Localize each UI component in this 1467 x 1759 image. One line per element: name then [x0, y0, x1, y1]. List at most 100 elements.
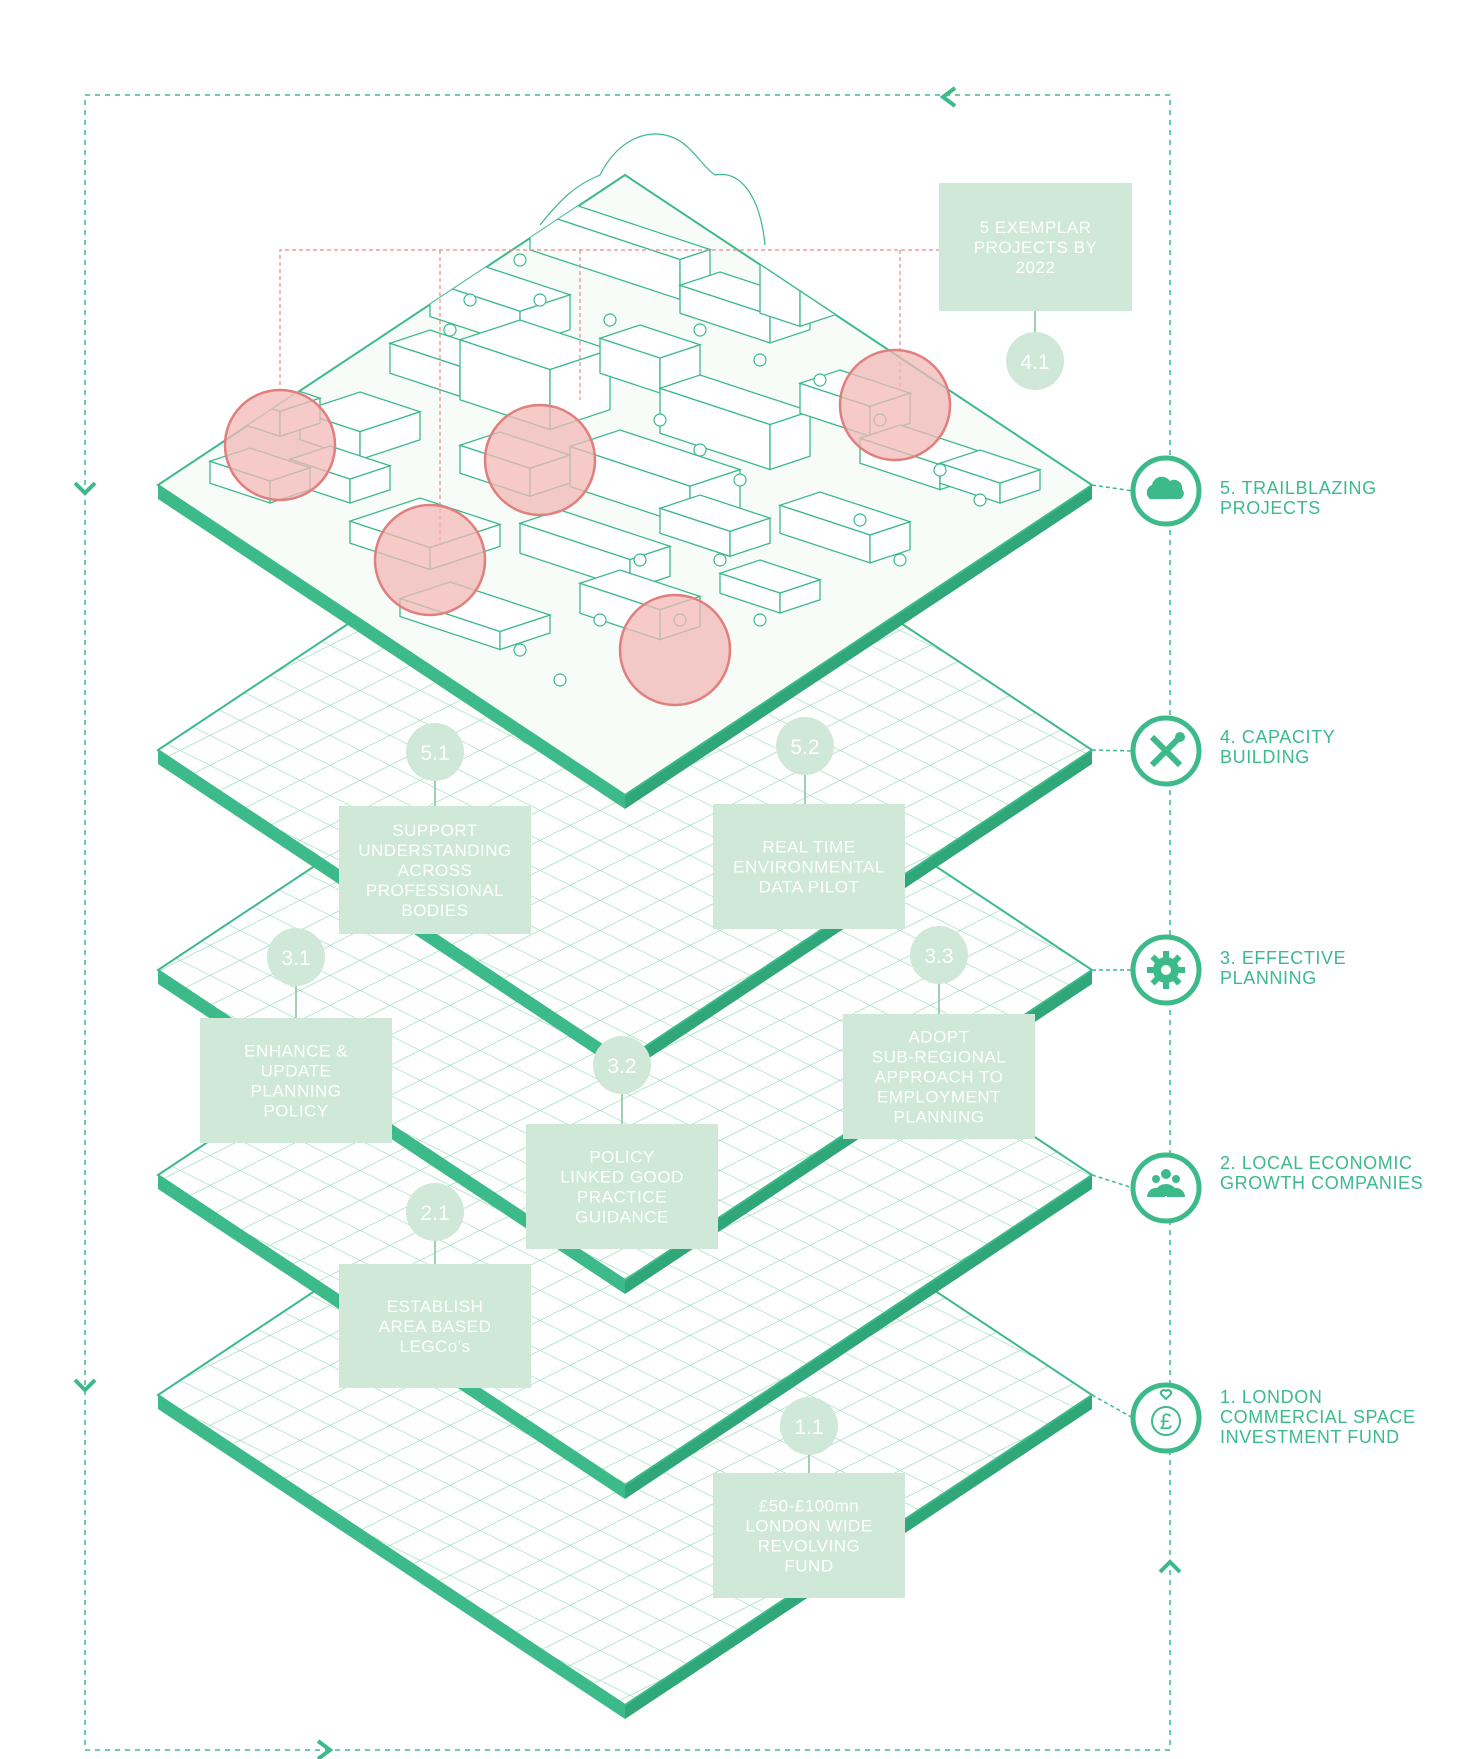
action-box-text: POLICY — [589, 1148, 654, 1167]
action-box-text: PLANNING — [251, 1082, 342, 1101]
action-badge — [780, 1397, 838, 1455]
action-badge — [406, 723, 464, 781]
action-badge — [1006, 332, 1064, 390]
tree-icon — [973, 493, 987, 507]
people-group-icon — [1147, 1169, 1185, 1197]
tree-icon — [933, 463, 947, 477]
highlight-circle — [223, 388, 337, 502]
tree-icon — [513, 253, 527, 267]
tree-icon — [693, 443, 707, 457]
legend-connector — [1091, 749, 1134, 752]
building-roof — [657, 494, 773, 532]
action-badge-label: 4.1 — [1020, 351, 1049, 374]
legend-title-line: 5. TRAILBLAZING — [1220, 478, 1377, 498]
action-badge — [267, 928, 325, 986]
highlight-circle — [618, 593, 732, 707]
legend-title-line: COMMERCIAL SPACE — [1220, 1407, 1416, 1427]
action-badge-label: 5.1 — [420, 742, 449, 765]
action-box-text: 2022 — [1016, 258, 1056, 277]
action-box-text: ENHANCE & — [244, 1042, 348, 1061]
action-box-text: £50-£100mn — [759, 1497, 859, 1516]
highlight-circle — [483, 403, 597, 517]
arrow-right-bottom-icon — [316, 1739, 334, 1759]
tree-icon — [633, 553, 647, 567]
action-badge-label: 5.2 — [790, 736, 819, 759]
legend-connector — [1091, 484, 1134, 492]
action-box-text: APPROACH TO — [875, 1068, 1004, 1087]
action-box-text: LEGCo's — [400, 1337, 471, 1356]
legend-ring — [1130, 1382, 1202, 1454]
tree-icon — [753, 353, 767, 367]
action-box — [939, 183, 1132, 311]
action-box-text: DATA PILOT — [759, 878, 860, 897]
action-box — [713, 804, 905, 929]
legend-title-line: PLANNING — [1220, 968, 1317, 988]
tree-icon — [533, 293, 547, 307]
legend-title-line: INVESTMENT FUND — [1220, 1427, 1400, 1447]
building-roof — [717, 559, 823, 594]
action-box-text: ENVIRONMENTAL — [733, 858, 885, 877]
tree-icon — [733, 473, 747, 487]
action-box-text: EMPLOYMENT — [877, 1088, 1001, 1107]
action-box-text: PROJECTS BY — [974, 238, 1098, 257]
building-roof — [517, 509, 673, 561]
arrow-left-top-icon — [939, 86, 957, 108]
arrow-up-right-icon — [1158, 1559, 1182, 1574]
action-box-text: ESTABLISH — [387, 1297, 484, 1316]
action-badge — [593, 1036, 651, 1094]
tree-icon — [853, 513, 867, 527]
action-box-text: POLICY — [263, 1102, 328, 1121]
action-box — [339, 806, 531, 934]
action-box-text: GUIDANCE — [575, 1208, 669, 1227]
building-roof — [937, 449, 1043, 484]
tree-icon — [603, 313, 617, 327]
tree-icon — [713, 553, 727, 567]
cloud-icon — [1146, 476, 1184, 499]
action-box-text: 5 EXEMPLAR — [980, 218, 1092, 237]
tree-icon — [653, 413, 667, 427]
action-badge — [406, 1183, 464, 1241]
action-box-text: SUB-REGIONAL — [872, 1048, 1006, 1067]
legend-title-line: BUILDING — [1220, 747, 1310, 767]
skyline-outline — [539, 133, 766, 246]
pound-heart-icon: £ — [1151, 1389, 1181, 1436]
building-roof — [777, 491, 913, 536]
tree-icon — [463, 293, 477, 307]
tree-icon — [553, 673, 567, 687]
action-box-text: AREA BASED — [379, 1317, 492, 1336]
action-box — [843, 1014, 1035, 1139]
highlight-circle — [373, 503, 487, 617]
action-box-text: ADOPT — [908, 1028, 969, 1047]
action-box-text: REAL TIME — [762, 838, 855, 857]
action-badge — [776, 717, 834, 775]
building-roof — [657, 374, 813, 426]
action-box-text: UPDATE — [261, 1062, 332, 1081]
action-5-1: SUPPORTUNDERSTANDINGACROSSPROFESSIONALBO… — [339, 723, 531, 934]
action-badge-label: 3.1 — [281, 947, 310, 970]
action-box-text: PROFESSIONAL — [366, 881, 504, 900]
action-box-text: SUPPORT — [392, 821, 477, 840]
tree-icon — [893, 553, 907, 567]
tree-icon — [593, 613, 607, 627]
action-box — [200, 1018, 392, 1143]
tree-icon — [443, 323, 457, 337]
legend-connector — [1091, 1394, 1134, 1419]
action-badge-label: 3.2 — [607, 1055, 636, 1078]
legend-title-line: PROJECTS — [1220, 498, 1321, 518]
legend-title-line: 3. EFFECTIVE — [1220, 948, 1346, 968]
legend-title-line: GROWTH COMPANIES — [1220, 1173, 1423, 1193]
arrow-down-left-lower-icon — [73, 1378, 97, 1393]
building-face — [799, 202, 841, 328]
